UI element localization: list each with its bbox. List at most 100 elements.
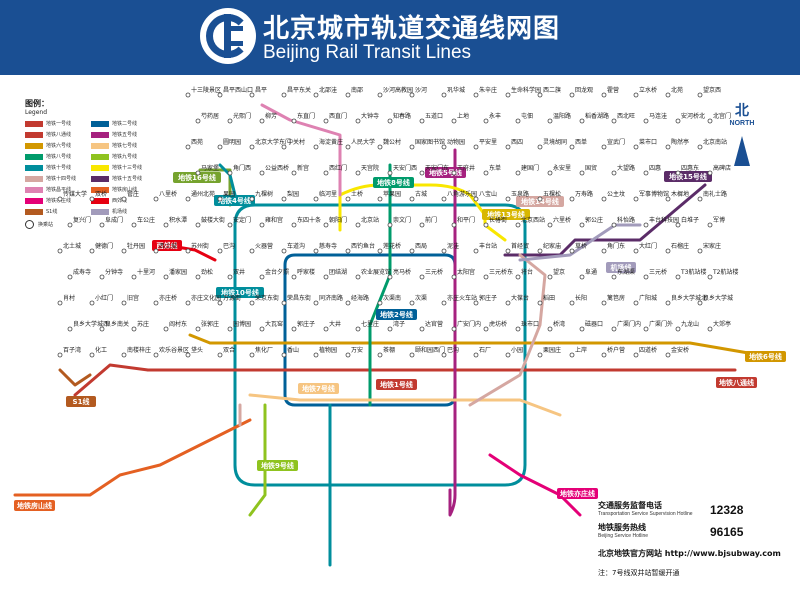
website-link[interactable]: 北京地铁官方网站 http://www.bjsubway.com (598, 549, 781, 558)
station-label: 郭庄子 (479, 294, 497, 302)
line-route-4 (448, 148, 457, 517)
station-marker (579, 274, 585, 280)
legend-item: 地铁一号线 (25, 119, 85, 128)
legend-subtitle: Legend (25, 109, 48, 116)
service-number: 96165 (710, 525, 744, 539)
station-label: 金台夕照 (265, 268, 289, 276)
station-label: 亦庄火车站 (447, 294, 477, 302)
station-marker (345, 196, 351, 202)
station-marker (537, 196, 543, 202)
station-label: 石榴庄 (671, 242, 689, 250)
legend-item: 地铁九号线 (91, 152, 151, 161)
station-marker (569, 352, 575, 358)
station-marker (643, 274, 649, 280)
legend-item-label: 地铁昌平线 (46, 187, 72, 193)
station-marker (441, 352, 447, 358)
line-badge-label: 地铁16号线 (178, 173, 216, 182)
north-label-cn: 北 (735, 103, 749, 119)
station-label: 大郊亭 (713, 320, 731, 328)
station-label: 大葆台 (511, 294, 529, 302)
line-route-3 (73, 363, 150, 397)
station-marker (163, 326, 169, 332)
station-marker (633, 300, 639, 306)
station-marker (355, 274, 361, 280)
station-marker (313, 196, 319, 202)
station-label: 上地 (457, 112, 469, 120)
station-label: 昌平 (255, 87, 267, 94)
station-marker (569, 300, 575, 306)
station-marker (345, 144, 351, 150)
station-label: 呼家楼 (297, 268, 315, 276)
service-label-en: Beijing Service Hotline (598, 533, 649, 539)
station-marker (473, 352, 479, 358)
station-marker (345, 300, 351, 306)
station-marker (121, 352, 127, 358)
station-label: 荣昌东街 (287, 294, 311, 302)
station-label: 牡丹园 (127, 242, 145, 250)
station-label: 生命科学园 (511, 86, 541, 94)
station-label: 上岸 (575, 346, 587, 354)
line-badge-label: 地铁7号线 (302, 384, 335, 393)
line-badge-label: 地铁9号线 (261, 461, 294, 470)
station-marker (121, 196, 127, 202)
legend-item-label: 地铁六号线 (46, 143, 72, 149)
legend-item-label: 地铁十三号线 (112, 165, 143, 171)
station-label: 阜成门 (105, 216, 123, 224)
station-marker (99, 222, 105, 228)
station-marker (409, 248, 415, 254)
line-badge-label: 西郊线 (157, 241, 178, 250)
line-route-15 (238, 253, 547, 427)
station-marker (601, 300, 607, 306)
station-label: 柳芳 (265, 112, 277, 120)
station-marker (419, 222, 425, 228)
station-label: 公主坟 (607, 190, 625, 198)
station-label: 天宫院 (361, 164, 379, 172)
station-label: 北京西站 (521, 216, 545, 224)
station-marker (195, 170, 201, 176)
station-marker (259, 326, 265, 332)
station-marker (227, 222, 233, 228)
station-marker (291, 222, 297, 228)
station-label: 大钟寺 (361, 112, 379, 120)
station-marker (377, 92, 383, 98)
station-marker (505, 144, 511, 150)
supervision-number: 12328 (710, 503, 744, 517)
station-marker (259, 274, 265, 280)
station-marker (259, 170, 265, 176)
line-route-10 (248, 403, 267, 517)
station-marker (611, 170, 617, 176)
station-marker (387, 170, 393, 176)
station-label: 三元桥东 (489, 268, 513, 276)
station-marker (579, 222, 585, 228)
station-label: 磁器口 (585, 320, 603, 328)
line-route-1 (233, 203, 527, 487)
station-label: 东直门 (297, 112, 315, 120)
station-label: 管庄 (127, 190, 139, 198)
station-marker (419, 326, 425, 332)
transit-map[interactable]: 地铁16号线地铁4号线地铁8号线地铁5号线地铁13号线地铁14号线地铁15号线地… (0, 75, 800, 599)
station-marker (217, 352, 223, 358)
station-label: 五道口 (425, 112, 443, 120)
station-label: 建国门 (521, 164, 539, 172)
station-label: 宋家庄 (703, 242, 721, 250)
transfer-station-icon (25, 220, 34, 229)
station-label: 广渠门内 (617, 320, 641, 328)
station-marker (195, 222, 201, 228)
station-marker (121, 300, 127, 306)
supervision-hotline: 交通服务监督电话 Transportation Service Supervis… (598, 500, 788, 522)
station-label: 园博园 (233, 320, 251, 328)
legend-item-label: 地铁房山线 (112, 187, 138, 193)
legend-item-label: 机场线 (112, 209, 128, 215)
station-marker (505, 196, 511, 202)
info-panel: 交通服务监督电话 Transportation Service Supervis… (598, 500, 788, 578)
station-marker (377, 196, 383, 202)
station-marker (121, 248, 127, 254)
station-marker (153, 196, 159, 202)
station-label: 海淀黄庄 (319, 138, 343, 146)
station-label: 四惠 (649, 164, 661, 172)
station-marker (611, 222, 617, 228)
station-marker (547, 118, 553, 124)
station-marker (281, 352, 287, 358)
station-label: 八里桥 (159, 190, 177, 198)
station-label: 成寿寺 (73, 268, 91, 276)
